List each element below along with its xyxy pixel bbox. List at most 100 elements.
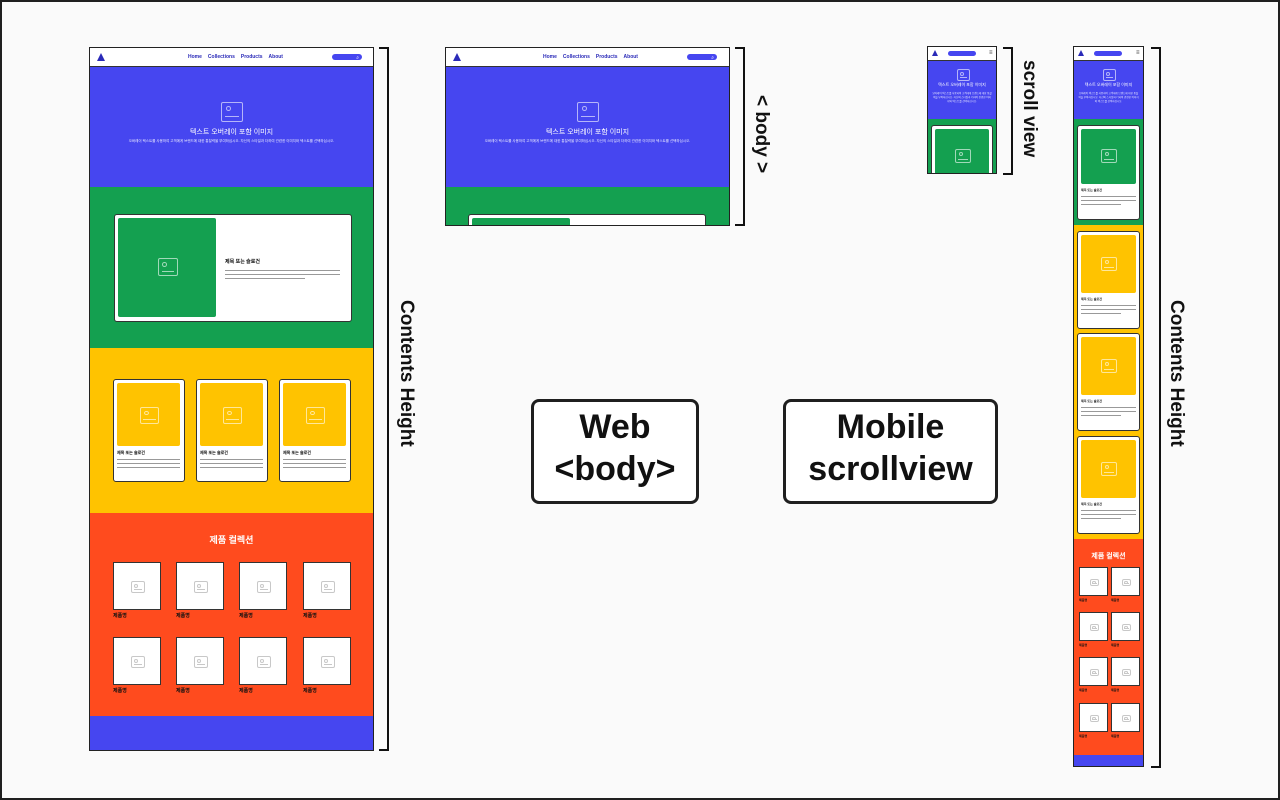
column-card[interactable]: 제목 또는 슬로건 [1077,231,1140,329]
feature-title: 제목 또는 슬로건 [225,259,260,265]
mobile-full-page: ≡ 텍스트 오버레이 포함 이미지 오버레이 텍스트를 사용하여 고객에게 브랜… [1073,46,1144,767]
magnifier-icon: ⌕ [711,55,714,61]
product-card[interactable] [113,637,161,685]
viewport-nav-links: Home Collections Products About [543,54,644,60]
image-placeholder-icon [1103,69,1116,81]
nav-products[interactable]: Products [240,54,263,60]
image-placeholder-icon [1122,623,1131,632]
product-card[interactable] [176,637,224,685]
nav-collections[interactable]: Collections [207,54,235,60]
column-image [200,383,263,446]
image-placeholder-icon [194,581,208,593]
hero-description: 오버레이 텍스트를 사용하여 고객에게 브랜드에 대한 통찰력을 부여하십시오.… [1078,92,1139,103]
feature-image [1081,129,1136,184]
viewport-nav: Home Collections Products About ⌕ [446,48,729,67]
footer-section [1074,755,1143,766]
product-name: 제품명 [239,688,253,694]
columns-section: 제목 또는 슬로건 제목 또는 슬로건 제목 또는 슬로건 [90,348,373,513]
text-line [1081,407,1136,408]
text-line [117,467,180,468]
product-name: 제품명 [303,688,317,694]
product-card[interactable] [303,637,351,685]
text-line [225,274,340,275]
column-image [117,383,180,446]
feature-card[interactable]: 제목 또는 슬로건 [1077,125,1140,220]
search-input[interactable]: ⌕ [687,54,717,61]
mobile-viewport: ≡ 텍스트 오버레이 포함 이미지 오버레이 텍스트를 사용하여 고객에게 브랜… [927,46,997,174]
column-card[interactable]: 제목 또는 슬로건 [1077,333,1140,431]
product-name: 제품명 [1079,734,1088,738]
mobile-feature-peek [928,119,996,173]
nav-products[interactable]: Products [595,54,618,60]
column-card[interactable]: 제목 또는 슬로건 [196,379,268,482]
nav-about[interactable]: About [268,54,283,60]
column-card[interactable]: 제목 또는 슬로건 [113,379,185,482]
image-placeholder-icon [321,656,335,668]
product-card[interactable] [1079,703,1108,732]
mobile-nav: ≡ [1074,47,1143,61]
mobile-nav: ≡ [928,47,996,61]
product-card[interactable] [303,562,351,610]
product-card[interactable] [1079,567,1108,596]
product-card[interactable] [1111,657,1140,686]
product-card[interactable] [113,562,161,610]
feature-title: 제목 또는 슬로건 [1081,188,1102,192]
product-name: 제품명 [176,688,190,694]
product-name: 제품명 [303,613,317,619]
web-contents-height-label: Contents Height [396,300,417,447]
search-input[interactable] [1094,51,1122,56]
hero-title: 텍스트 오버레이 포함 이미지 [545,129,630,136]
product-card[interactable] [1079,612,1108,641]
text-line [1081,514,1136,515]
image-placeholder-icon [1090,578,1099,587]
text-line [1081,510,1136,511]
hero-description: 오버레이 텍스트를 사용하여 고객에게 브랜드에 대한 통찰력을 부여하십시오.… [484,139,691,143]
column-image [283,383,346,446]
column-card[interactable]: 제목 또는 슬로건 [279,379,351,482]
mobile-feature-section: 제목 또는 슬로건 [1074,119,1143,225]
nav-home[interactable]: Home [543,54,557,60]
feature-image [472,218,570,225]
image-placeholder-icon [158,258,178,276]
product-card[interactable] [1111,703,1140,732]
logo-icon [97,53,105,61]
text-line [117,463,180,464]
feature-card[interactable]: 제목 또는 슬로건 [114,214,352,322]
menu-icon[interactable]: ≡ [989,50,993,56]
nav-collections[interactable]: Collections [562,54,590,60]
column-title: 제목 또는 슬로건 [1081,502,1102,506]
text-line [1081,415,1121,416]
product-card[interactable] [1111,612,1140,641]
feature-card [468,214,706,225]
search-input[interactable]: ⌕ [332,54,362,61]
nav-about[interactable]: About [623,54,638,60]
product-card[interactable] [1079,657,1108,686]
text-line [225,278,305,279]
image-placeholder-icon [131,656,145,668]
hero-title: 텍스트 오버레이 포함 이미지 [938,82,986,87]
product-card[interactable] [176,562,224,610]
column-title: 제목 또는 슬로건 [117,450,145,455]
text-line [117,459,180,460]
text-line [200,467,263,468]
feature-image [935,129,989,173]
product-name: 제품명 [1111,598,1120,602]
product-name: 제품명 [1111,688,1120,692]
image-placeholder-icon [577,102,599,122]
image-placeholder-icon [306,407,325,424]
text-line [283,463,346,464]
nav-home[interactable]: Home [188,54,202,60]
column-title: 제목 또는 슬로건 [283,450,311,455]
menu-icon[interactable]: ≡ [1136,50,1140,56]
image-placeholder-icon [1090,714,1099,723]
web-contents-bracket [379,47,389,751]
search-input[interactable] [948,51,976,56]
web-body-label: Web <body> [531,399,699,504]
product-card[interactable] [239,637,287,685]
image-placeholder-icon [131,581,145,593]
product-card[interactable] [239,562,287,610]
product-card[interactable] [1111,567,1140,596]
image-placeholder-icon [1090,623,1099,632]
feature-card [931,125,993,173]
column-card[interactable]: 제목 또는 슬로건 [1077,436,1140,534]
